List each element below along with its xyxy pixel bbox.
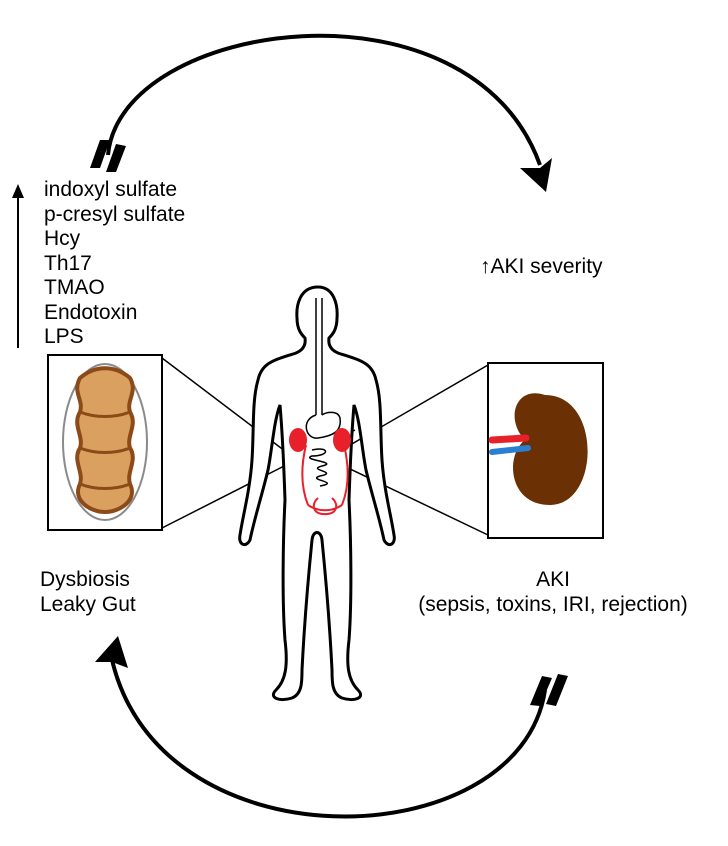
gut-capsule-outline: [62, 363, 148, 521]
leaky-gut-text: Leaky Gut: [40, 592, 136, 616]
esophagus: [315, 298, 323, 415]
aki-causes: (sepsis, toxins, IRI, rejection): [418, 592, 688, 616]
metabolite-item: Th17: [44, 251, 92, 275]
metabolite-item: TMAO: [44, 276, 105, 299]
aki-severity-text: AKI severity: [490, 255, 603, 278]
increase-arrowhead-icon: [12, 184, 24, 198]
human-body-outline: [238, 285, 396, 702]
kidney-icon: [513, 393, 588, 505]
metabolite-item: indoxyl sulfate: [44, 178, 178, 201]
metabolite-item: Endotoxin: [44, 300, 138, 324]
metabolite-item: LPS: [44, 325, 84, 348]
dysbiosis-text: Dysbiosis: [40, 568, 130, 591]
metabolite-item: Hcy: [44, 227, 81, 250]
bottom-fletching-icon: [530, 674, 568, 706]
small-intestine: [309, 448, 329, 487]
body-kidney-right-icon: [333, 428, 351, 452]
body-kidney-left-icon: [289, 428, 307, 452]
top-arrowhead-icon: [520, 158, 552, 192]
aki-title: AKI: [536, 568, 570, 591]
aki-severity-label: ↑AKI severity: [480, 255, 603, 280]
intestine-segment-icon: [75, 366, 135, 515]
up-arrow-icon: ↑: [480, 255, 491, 278]
renal-vessels-icon: [488, 434, 531, 455]
metabolite-list: indoxyl sulfate p-cresyl sulfate Hcy Th1…: [44, 178, 185, 350]
gut-label: Dysbiosis Leaky Gut: [40, 568, 136, 617]
bottom-cycle-arc: [108, 649, 547, 819]
aki-label: AKI (sepsis, toxins, IRI, rejection): [388, 568, 718, 617]
top-fletching-icon: [90, 140, 126, 172]
bottom-arrowhead-icon: [95, 636, 128, 668]
rectum: [312, 497, 338, 516]
top-cycle-arc: [106, 33, 542, 166]
metabolite-item: p-cresyl sulfate: [44, 202, 186, 226]
